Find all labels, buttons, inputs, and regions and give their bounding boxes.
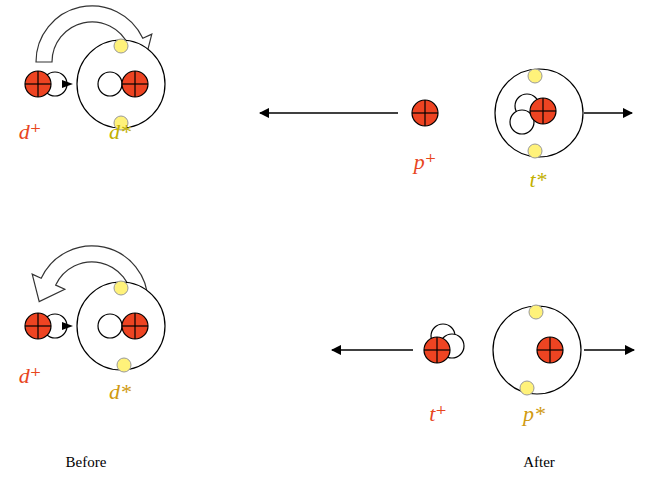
- caption-label: After: [523, 455, 555, 470]
- motion-arrow: [584, 349, 634, 351]
- particle-label: d⁺: [19, 365, 42, 387]
- deuterium-atom: [77, 39, 165, 130]
- deuterium-atom: [77, 281, 165, 372]
- hydrogen-atom: [493, 305, 581, 395]
- particle-label: d*: [109, 121, 131, 143]
- deuteron-ion: [25, 71, 73, 97]
- particle-label: p*: [523, 403, 545, 425]
- proton-ion: [412, 100, 438, 126]
- motion-arrow: [584, 112, 632, 114]
- triton-ion: [424, 324, 464, 363]
- particle-label: t*: [529, 169, 546, 191]
- particle-label: p⁺: [414, 151, 437, 173]
- deuteron-ion: [25, 313, 73, 339]
- caption-label: Before: [66, 455, 107, 470]
- motion-arrow: [332, 349, 413, 351]
- tritium-atom: [495, 69, 583, 158]
- motion-arrow: [260, 112, 398, 114]
- particle-label: d⁺: [19, 121, 42, 143]
- particle-label: d*: [109, 381, 131, 403]
- particle-label: t⁺: [429, 403, 447, 425]
